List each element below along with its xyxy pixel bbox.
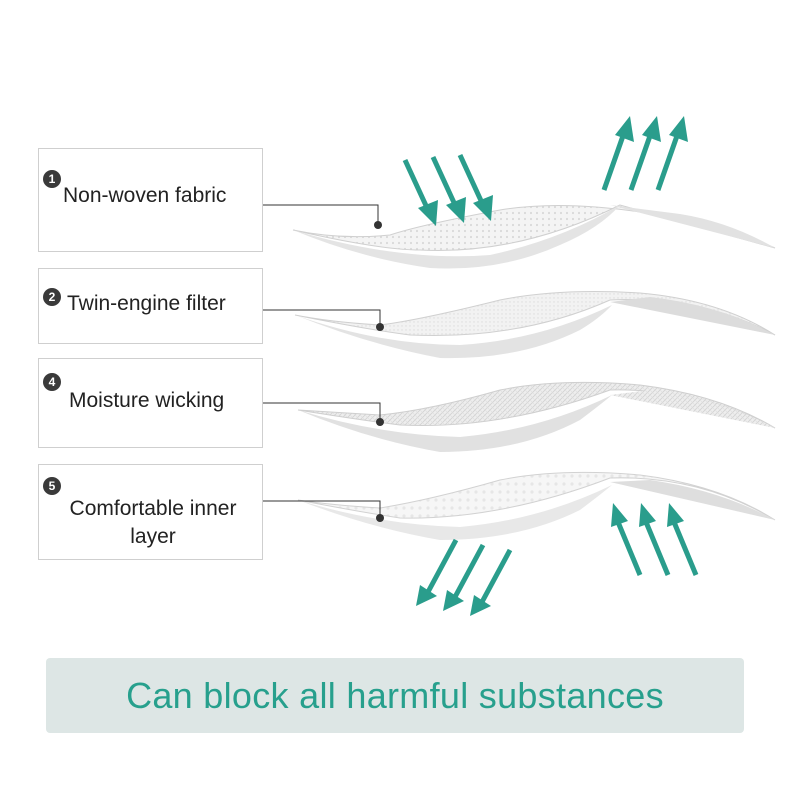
- arrow-down-icon: [430, 155, 466, 223]
- layer-label-2: 2 Twin-engine filter: [38, 268, 263, 344]
- arrows-intake: [611, 503, 699, 576]
- summary-banner: Can block all harmful substances: [46, 658, 744, 733]
- layer-sheet-2: [294, 291, 776, 359]
- layer-number-badge: 4: [43, 373, 61, 391]
- arrow-down-icon: [457, 153, 493, 221]
- arrow-up-icon: [628, 116, 661, 191]
- layer-sheet-1: [292, 204, 776, 269]
- arrows-exhaust: [416, 538, 513, 616]
- arrows-incoming: [402, 153, 493, 226]
- arrow-up-icon: [655, 116, 688, 191]
- layer-label-text: Twin-engine filter: [67, 292, 226, 315]
- layer-label-text: Comfortable inner layer: [69, 497, 237, 548]
- layer-label-text: Moisture wicking: [69, 389, 225, 412]
- leader-line-1: [263, 204, 382, 229]
- leader-line-4: [263, 402, 384, 426]
- banner-text: Can block all harmful substances: [126, 674, 664, 716]
- layer-number-badge: 1: [43, 170, 61, 188]
- layer-sheet-4: [297, 381, 776, 452]
- layer-sheet-5: [297, 471, 776, 540]
- layer-label-5: 5 Comfortable inner layer: [38, 464, 263, 560]
- layer-label-text: Non-woven fabric: [63, 184, 227, 207]
- arrow-down-left-icon: [443, 543, 486, 611]
- arrows-outgoing: [601, 116, 688, 191]
- arrow-down-left-icon: [416, 538, 459, 606]
- arrow-up-icon: [601, 116, 634, 191]
- layer-number-badge: 5: [43, 477, 61, 495]
- arrow-up-left-icon: [611, 503, 643, 576]
- arrow-up-left-icon: [667, 503, 699, 576]
- layer-label-4: 4 Moisture wicking: [38, 358, 263, 448]
- arrow-up-left-icon: [639, 503, 671, 576]
- leader-line-2: [263, 309, 384, 331]
- arrow-down-icon: [402, 158, 438, 226]
- leader-line-5: [263, 500, 384, 522]
- layer-number-badge: 2: [43, 288, 61, 306]
- layer-label-1: 1 Non-woven fabric: [38, 148, 263, 252]
- arrow-down-left-icon: [470, 548, 513, 616]
